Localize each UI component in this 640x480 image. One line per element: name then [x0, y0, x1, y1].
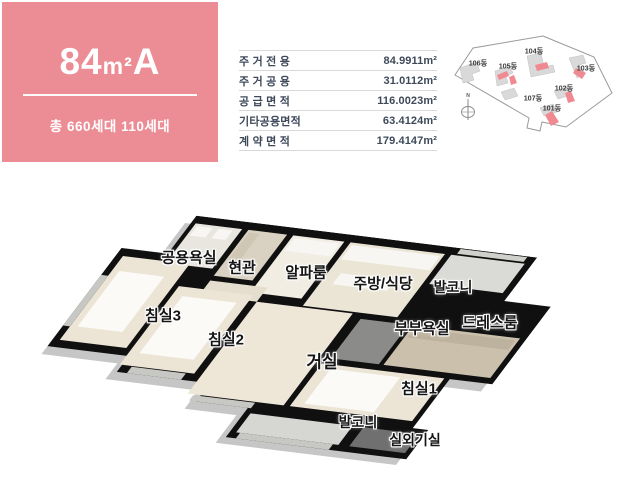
- row-label: 주 거 전 용: [239, 55, 291, 68]
- bed: [139, 296, 237, 360]
- row-label: 주 거 공 용: [239, 75, 291, 88]
- building-106: [459, 61, 481, 84]
- bath-fixture: [189, 226, 213, 238]
- table-row: 주 거 전 용 84.9911m²: [239, 50, 437, 71]
- window: [62, 274, 109, 327]
- room-label-balcony-bottom: 발코니: [338, 414, 378, 430]
- window: [126, 366, 186, 380]
- room-label-kitchen-dining: 주방/식당: [353, 275, 413, 293]
- household-total: 660세대: [66, 119, 117, 134]
- room-outdoor-unit: [349, 427, 420, 454]
- building-label-103: 103동: [577, 64, 596, 73]
- compass-icon: N: [461, 93, 475, 120]
- row-label: 공 급 면 적: [239, 95, 291, 108]
- room-label-alpha-room: 알파룸: [285, 264, 327, 282]
- building-101: [539, 103, 559, 126]
- compass-north-label: N: [466, 93, 470, 99]
- table-row: 공 급 면 적 116.0023m²: [239, 91, 437, 111]
- kitchen-counter: [341, 245, 441, 271]
- building-label-104: 104동: [525, 47, 544, 56]
- row-value: 84.9911m²: [383, 54, 437, 67]
- room-label-bedroom3: 침실3: [145, 307, 181, 325]
- divider: [23, 94, 197, 96]
- room-label-outdoor-unit: 실외기실: [389, 432, 441, 448]
- room-label-dressroom: 드레스룸: [462, 314, 518, 332]
- room-label-bedroom1: 침실1: [401, 380, 437, 398]
- building-label-106: 106동: [469, 59, 488, 68]
- row-value: 116.0023m²: [377, 94, 437, 107]
- building-104: [526, 52, 556, 78]
- row-label: 계 약 면 적: [239, 135, 291, 148]
- building-label-105: 105동: [499, 62, 518, 71]
- building-label-107: 107동: [524, 94, 543, 103]
- floor-plan-drawing: [36, 215, 551, 467]
- room-living: [187, 301, 353, 406]
- room-label-master-bathroom: 부부욕실: [394, 320, 450, 338]
- household-type-count: 110세대: [121, 119, 171, 134]
- row-value: 31.0112m²: [383, 74, 437, 87]
- row-label: 기타공용면적: [239, 115, 301, 128]
- unit-type-letter: A: [132, 41, 161, 82]
- row-value: 179.4147m²: [376, 134, 437, 147]
- table-row: 주 거 공 용 31.0112m²: [239, 71, 437, 91]
- kitchen-island: [332, 273, 396, 291]
- household-count: 총 660세대 110세대: [2, 115, 218, 135]
- site-plan: 106동 105동 104동 103동 102동 107동 101동 N: [454, 35, 613, 132]
- bath-fixture: [211, 228, 233, 241]
- unit-card: 84m²A 총 660세대 110세대: [2, 2, 218, 162]
- window: [235, 432, 333, 450]
- building-label-101: 101동: [543, 104, 562, 113]
- bed: [77, 271, 165, 332]
- unit-size-unit: m²: [102, 53, 133, 79]
- building-105: [494, 65, 517, 87]
- unit-type-title: 84m²A: [2, 42, 218, 86]
- row-value: 63.4124m²: [382, 114, 437, 127]
- window: [189, 395, 256, 409]
- table-row: 기타공용면적 63.4124m²: [239, 111, 437, 131]
- bed: [304, 368, 401, 413]
- building-103: [568, 54, 587, 79]
- room-master-bathroom: [330, 318, 409, 365]
- shoe-cabinet: [225, 232, 260, 266]
- area-table: 주 거 전 용 84.9911m² 주 거 공 용 31.0112m² 공 급 …: [239, 50, 437, 151]
- household-prefix: 총: [49, 119, 63, 134]
- room-label-entrance: 현관: [228, 259, 256, 277]
- room-label-bathroom-common: 공용욕실: [161, 249, 217, 267]
- room-label-living-room: 거실: [306, 352, 338, 372]
- building-107: [500, 87, 519, 101]
- room-label-balcony-top: 발코니: [433, 279, 473, 295]
- floor-plan: [0, 210, 584, 469]
- cabinet: [285, 238, 340, 257]
- room-balcony-bottom: [236, 413, 353, 445]
- room-entrance: [213, 229, 288, 281]
- building-label-102: 102동: [555, 84, 574, 93]
- unit-size: 84: [59, 41, 103, 82]
- room-label-bedroom2: 침실2: [208, 331, 244, 349]
- wardrobe: [407, 328, 516, 350]
- table-row: 계 약 면 적 179.4147m²: [239, 131, 437, 151]
- room-balcony-top: [429, 254, 525, 294]
- window: [457, 249, 528, 262]
- building-102: [553, 86, 575, 103]
